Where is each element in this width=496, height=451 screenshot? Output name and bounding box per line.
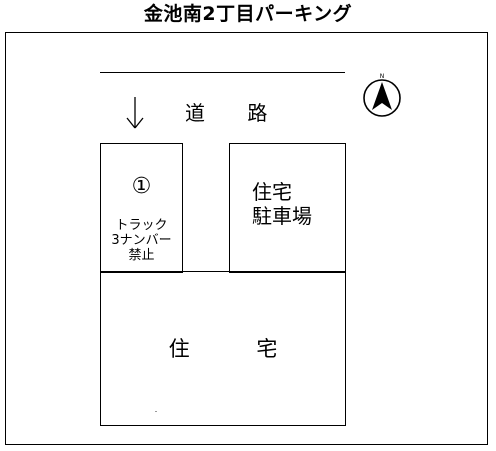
parking-slot-1: ① トラック 3ナンバー 禁止 bbox=[100, 143, 183, 273]
down-arrow-icon bbox=[126, 97, 144, 129]
map-frame bbox=[5, 32, 488, 445]
slot-note-line: 禁止 bbox=[128, 248, 155, 263]
slot-number: ① bbox=[131, 174, 152, 199]
north-arrow-icon: N bbox=[363, 73, 401, 117]
slot-note-line: 3ナンバー bbox=[111, 233, 172, 248]
speck-mark bbox=[155, 411, 157, 412]
slot-restriction-note: トラック 3ナンバー 禁止 bbox=[101, 218, 182, 263]
road-label: 道 路 bbox=[185, 101, 286, 125]
slot-note-line: トラック bbox=[115, 218, 168, 233]
house-label: 住 宅 bbox=[168, 337, 308, 361]
road-line bbox=[100, 72, 345, 73]
north-letter: N bbox=[380, 73, 385, 80]
map-title: 金池南2丁目パーキング bbox=[143, 3, 353, 25]
label-line: 住宅 bbox=[252, 180, 292, 204]
label-line: 駐車場 bbox=[252, 204, 312, 228]
house-lot: 住 宅 bbox=[100, 271, 346, 426]
residential-parking-lot: 住宅 駐車場 bbox=[229, 143, 346, 273]
residential-parking-label: 住宅 駐車場 bbox=[252, 180, 312, 228]
